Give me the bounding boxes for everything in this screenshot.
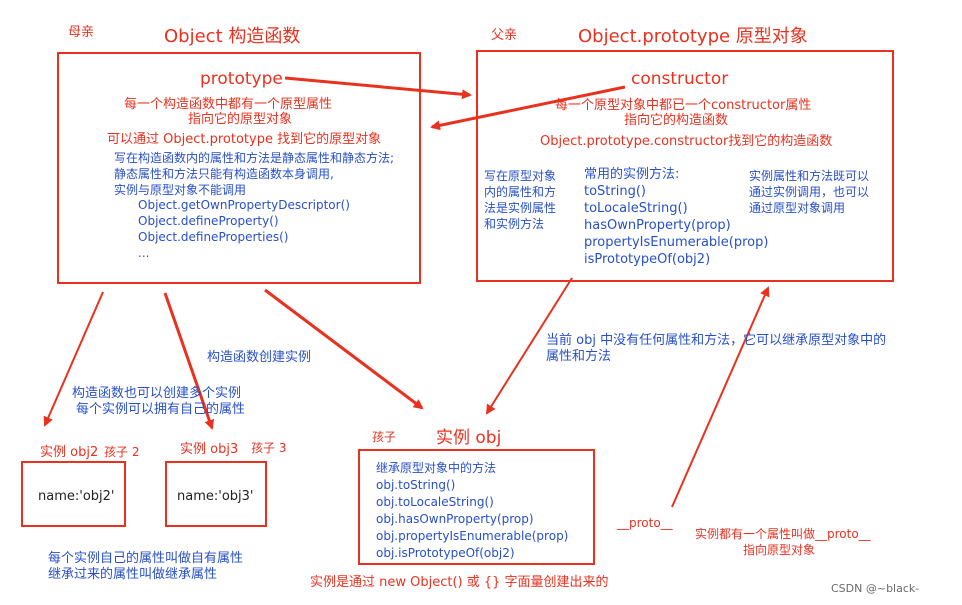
prototype-object-title: Object.prototype 原型对象 [578, 26, 808, 47]
proto-label: __proto__ [617, 516, 673, 530]
proto-note-1: 实例都有一个属性叫做__proto__ [695, 527, 871, 541]
object-constructor-box [57, 52, 421, 284]
prototype-label: prototype [200, 69, 283, 89]
child2-tag: 孩子 2 [104, 445, 140, 459]
instance-methods-note: 写在原型对象 内的属性和方 法是实例属性 和实例方法 [484, 168, 556, 232]
obj3-box [165, 461, 267, 527]
instance-methods-list: 常用的实例方法: toString() toLocaleString() has… [584, 166, 768, 268]
multi-instance-note-1: 构造函数也可以创建多个实例 [72, 386, 242, 401]
note-line: 实例属性和方法既可以 [749, 169, 870, 183]
instance-props-note: 实例属性和方法既可以 通过实例调用，也可以 通过原型对象调用 [749, 168, 869, 216]
constructor-label: constructor [631, 69, 729, 89]
obj2-content: name:'obj2' [38, 489, 115, 504]
static-desc-line: 实例与原型对象不能调用 [114, 183, 247, 197]
note-line: 和实例方法 [484, 217, 545, 231]
static-methods-list: Object.getOwnPropertyDescriptor() Object… [138, 197, 350, 261]
own-props-note-2: 继承过来的属性叫做继承属性 [48, 567, 218, 582]
obj3-label: 实例 obj3 [180, 442, 239, 457]
constructor-desc-2: 指向它的构造函数 [624, 113, 729, 128]
instance-methods-title: 常用的实例方法: [584, 167, 680, 182]
instance-method-item: toString() [584, 184, 646, 199]
obj2-label: 实例 obj2 [40, 445, 99, 460]
proto-note-2: 指向原型对象 [743, 543, 816, 557]
static-desc-line: 写在构造函数内的属性和方法是静态属性和静态方法; [114, 151, 395, 165]
obj-content-line: 继承原型对象中的方法 [376, 461, 497, 475]
constructor-desc-1: 每一个原型对象中都已一个constructor属性 [555, 98, 812, 113]
prototype-object-box [476, 50, 894, 282]
obj-content-line: obj.toString() [376, 478, 456, 492]
obj2-box [21, 461, 126, 527]
obj-content: 继承原型对象中的方法 obj.toString() obj.toLocaleSt… [376, 460, 568, 562]
static-desc-line: 静态属性和方法只能有构造函数本身调用, [114, 167, 334, 181]
note-line: 写在原型对象 [484, 169, 557, 183]
create-instance-note: 构造函数创建实例 [207, 350, 312, 365]
instance-method-item: propertyIsEnumerable(prop) [584, 235, 769, 250]
obj-title: 实例 obj [436, 428, 502, 448]
note-line: 通过实例调用，也可以 [749, 185, 870, 199]
static-method-item: Object.getOwnPropertyDescriptor() [138, 198, 350, 212]
obj-content-line: obj.propertyIsEnumerable(prop) [376, 529, 569, 543]
note-line: 内的属性和方 [484, 185, 557, 199]
static-desc: 写在构造函数内的属性和方法是静态属性和静态方法; 静态属性和方法只能有构造函数本… [114, 150, 394, 198]
instance-method-item: hasOwnProperty(prop) [584, 218, 731, 233]
child3-tag: 孩子 3 [251, 441, 287, 455]
prototype-desc-2: 指向它的原型对象 [188, 112, 293, 127]
arrow-proto-to-prototype [671, 286, 770, 508]
watermark: CSDN @~black- [831, 582, 920, 595]
obj-box [358, 449, 595, 565]
father-tag: 父亲 [491, 28, 518, 43]
mother-tag: 母亲 [68, 25, 95, 40]
object-constructor-title: Object 构造函数 [164, 26, 301, 47]
static-method-item: Object.defineProperties() [138, 230, 289, 244]
static-method-item: Object.defineProperty() [138, 214, 279, 228]
inherit-note-1: 当前 obj 中没有任何属性和方法，它可以继承原型对象中的 [546, 333, 887, 348]
obj-content-line: obj.hasOwnProperty(prop) [376, 512, 534, 526]
created-by-note: 实例是通过 new Object() 或 {} 字面量创建出来的 [310, 575, 609, 590]
obj-content-line: obj.isPrototypeOf(obj2) [376, 546, 515, 560]
instance-method-item: isPrototypeOf(obj2) [584, 252, 711, 267]
static-method-item: ... [138, 246, 150, 260]
obj-content-line: obj.toLocaleString() [376, 495, 494, 509]
note-line: 法是实例属性 [484, 201, 557, 215]
prototype-desc-1: 每一个构造函数中都有一个原型属性 [124, 97, 333, 112]
own-props-note-1: 每个实例自己的属性叫做自有属性 [48, 551, 244, 566]
find-prototype-text: 可以通过 Object.prototype 找到它的原型对象 [107, 132, 382, 147]
instance-method-item: toLocaleString() [584, 201, 688, 216]
multi-instance-note-2: 每个实例可以拥有自己的属性 [76, 402, 246, 417]
find-constructor-text: Object.prototype.constructor找到它的构造函数 [540, 134, 833, 149]
obj3-content: name:'obj3' [177, 489, 254, 504]
inherit-note-2: 属性和方法 [546, 349, 612, 364]
note-line: 通过原型对象调用 [749, 201, 846, 215]
child-tag: 孩子 [372, 430, 397, 444]
